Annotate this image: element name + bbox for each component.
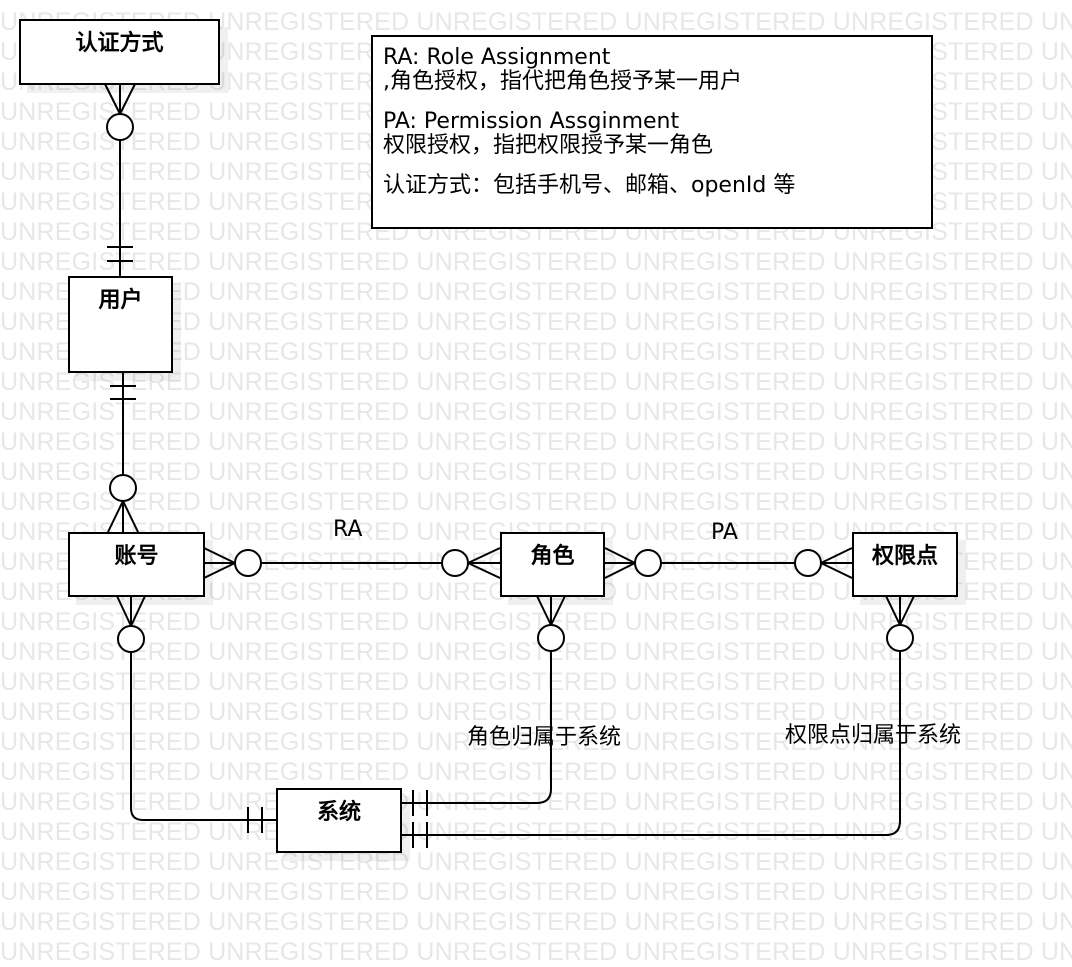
note-line-pa-desc: 权限授权，指把权限授予某一角色 <box>383 133 714 158</box>
crowfoot <box>604 547 636 564</box>
optional-circle <box>886 624 914 652</box>
edge-role-system[interactable] <box>401 595 566 816</box>
optional-circle <box>106 113 134 141</box>
entity-role[interactable]: 角色 <box>500 532 605 597</box>
crowfoot <box>604 562 636 579</box>
er-diagram: 认证方式 用户 账号 角色 权限点 系统 RA: Role Assignment… <box>19 19 962 853</box>
label-permission-belongs-system: 权限点归属于系统 <box>785 723 962 748</box>
crowfoot <box>130 595 146 627</box>
crowfoot <box>536 595 552 626</box>
crowfoot <box>820 562 853 579</box>
entity-account[interactable]: 账号 <box>68 532 205 597</box>
edge-account-role[interactable] <box>203 547 501 579</box>
crowfoot <box>467 562 501 579</box>
connectors <box>104 83 915 848</box>
edge-role-permission[interactable] <box>604 547 853 579</box>
optional-circle <box>537 624 565 652</box>
entity-title: 账号 <box>114 544 159 569</box>
crowfoot <box>885 595 901 626</box>
optional-circle <box>634 549 662 577</box>
note-line-auth: 认证方式：包括手机号、邮箱、openId 等 <box>383 173 796 198</box>
crowfoot <box>203 547 236 564</box>
watermark-row: UNREGISTERED UNREGISTERED UNREGISTERED U… <box>0 938 1072 966</box>
crowfoot-left <box>104 83 121 115</box>
edge-account-system[interactable] <box>116 595 276 833</box>
note-line-ra-desc: ,角色授权，指代把角色授予某一用户 <box>383 69 742 94</box>
crowfoot-right <box>119 83 136 115</box>
optional-circle <box>117 625 145 653</box>
entity-user[interactable]: 用户 <box>68 276 173 373</box>
optional-circle <box>234 549 262 577</box>
crowfoot-right <box>122 500 139 533</box>
edge-user-auth-method[interactable] <box>104 83 136 276</box>
note-line-ra: RA: Role Assignment <box>383 45 611 70</box>
entity-title: 认证方式 <box>75 31 164 56</box>
crowfoot <box>820 547 853 564</box>
note-line-pa: PA: Permission Assginment <box>383 109 680 134</box>
entity-system[interactable]: 系统 <box>276 788 402 853</box>
edge-permission-system[interactable] <box>401 595 915 848</box>
crowfoot <box>899 595 915 626</box>
entity-title: 权限点 <box>871 544 938 569</box>
edge-user-account[interactable] <box>107 372 139 533</box>
crowfoot <box>467 547 501 564</box>
optional-circle <box>109 474 137 502</box>
entity-title: 用户 <box>98 288 143 313</box>
entity-auth-method[interactable]: 认证方式 <box>19 19 220 85</box>
label-pa: PA <box>711 520 738 545</box>
label-ra: RA <box>333 517 363 542</box>
crowfoot-left <box>107 500 124 533</box>
crowfoot <box>203 562 236 579</box>
entity-title: 角色 <box>530 544 575 569</box>
legend-note[interactable]: RA: Role Assignment ,角色授权，指代把角色授予某一用户 PA… <box>371 35 933 229</box>
crowfoot <box>550 595 566 626</box>
crowfoot <box>116 595 132 627</box>
label-role-belongs-system: 角色归属于系统 <box>467 725 622 750</box>
optional-circle <box>441 549 469 577</box>
optional-circle <box>794 549 822 577</box>
entity-permission[interactable]: 权限点 <box>852 532 958 597</box>
entity-title: 系统 <box>316 800 361 825</box>
